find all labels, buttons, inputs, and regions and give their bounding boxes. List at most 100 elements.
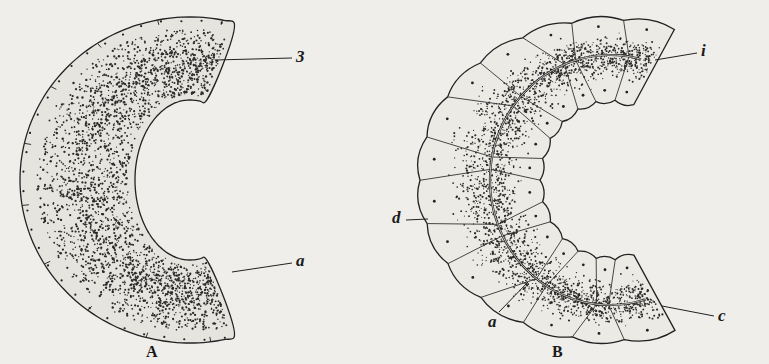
stipple-dot (177, 83, 179, 85)
stipple-dot (187, 291, 189, 293)
stipple-dot (149, 291, 151, 293)
stipple-dot (170, 277, 172, 279)
stipple-dot (95, 142, 97, 144)
stipple-dot (196, 294, 197, 295)
stipple-dot (179, 287, 181, 289)
stipple-dot (131, 308, 133, 310)
stipple-dot (161, 40, 163, 42)
stipple-dot (207, 280, 209, 282)
stipple-dot (117, 101, 119, 103)
stipple-dot (112, 245, 114, 247)
stipple-dot (141, 39, 142, 40)
stipple-dot (53, 134, 55, 136)
stipple-dot (131, 144, 133, 146)
stipple-dot (148, 251, 150, 253)
stipple-dot (166, 91, 168, 93)
stipple-dot (73, 273, 75, 275)
stipple-dot (71, 230, 73, 232)
stipple-dot (123, 60, 124, 61)
stipple-dot (186, 326, 188, 328)
stipple-dot (141, 37, 143, 39)
stipple-dot (116, 186, 117, 187)
stipple-dot (205, 75, 207, 77)
stipple-dot (153, 51, 155, 53)
stipple-dot (100, 183, 102, 185)
stipple-dot (92, 216, 93, 217)
stipple-dot (206, 90, 208, 92)
stipple-dot (113, 158, 114, 159)
stipple-dot (145, 265, 146, 266)
stipple-dot (78, 256, 79, 257)
stipple-dot (63, 225, 64, 226)
stipple-dot (75, 88, 77, 90)
stipple-dot (145, 83, 147, 85)
stipple-dot (116, 109, 118, 111)
stipple-dot (103, 103, 104, 104)
stipple-dot (89, 271, 91, 273)
stipple-dot (75, 178, 77, 180)
stipple-dot (76, 192, 78, 194)
stipple-dot (69, 205, 70, 206)
stipple-dot (127, 45, 129, 47)
stipple-dot (193, 57, 195, 59)
stipple-dot (141, 92, 143, 94)
stipple-dot (175, 284, 176, 285)
stipple-dot (119, 44, 121, 46)
stipple-dot (80, 253, 81, 254)
stipple-dot (134, 90, 136, 92)
stipple-dot (103, 128, 105, 130)
stipple-dot (169, 286, 171, 288)
stipple-dot (159, 49, 161, 51)
stipple-dot (187, 79, 189, 81)
stipple-dot (84, 182, 86, 184)
stipple-dot (176, 42, 178, 44)
stipple-dot (119, 190, 121, 192)
stipple-dot (204, 275, 206, 277)
stipple-dot (98, 89, 100, 91)
stipple-dot (63, 151, 65, 153)
stipple-dot (81, 96, 83, 98)
stipple-dot (167, 304, 169, 306)
stipple-dot (223, 322, 225, 324)
stipple-dot (127, 142, 129, 144)
stipple-dot (56, 189, 57, 190)
stipple-dot (82, 205, 84, 207)
stipple-dot (143, 254, 145, 256)
stipple-dot (188, 75, 189, 76)
stipple-dot (88, 156, 90, 158)
stipple-dot (92, 181, 94, 183)
stipple-dot (113, 232, 115, 234)
stipple-dot (149, 100, 150, 101)
stipple-dot (139, 106, 140, 107)
stipple-dot (89, 114, 91, 116)
stipple-dot (94, 281, 96, 283)
stipple-dot (83, 116, 85, 118)
stipple-dot (68, 234, 70, 236)
stipple-dot (148, 60, 150, 62)
stipple-dot (46, 187, 48, 189)
stipple-dot (65, 147, 66, 148)
stipple-dot (116, 146, 117, 147)
stipple-dot (99, 129, 101, 131)
stipple-dot (184, 278, 185, 279)
stipple-dot (145, 284, 147, 286)
stipple-dot (66, 113, 67, 114)
stipple-dot (97, 131, 99, 133)
stipple-dot (119, 219, 121, 221)
stipple-dot (119, 293, 120, 294)
stipple-dot (94, 264, 96, 266)
stipple-dot (175, 65, 177, 67)
stipple-dot (72, 241, 73, 242)
stipple-dot (171, 284, 173, 286)
stipple-dot (79, 140, 81, 142)
stipple-dot (145, 67, 147, 69)
stipple-dot (134, 44, 136, 46)
stipple-dot (178, 306, 179, 307)
stipple-dot (134, 319, 136, 321)
stipple-dot (144, 280, 145, 281)
stipple-dot (153, 318, 154, 319)
stipple-dot (58, 245, 60, 247)
stipple-dot (219, 44, 221, 46)
stipple-dot (79, 209, 81, 211)
stipple-dot (157, 101, 158, 102)
